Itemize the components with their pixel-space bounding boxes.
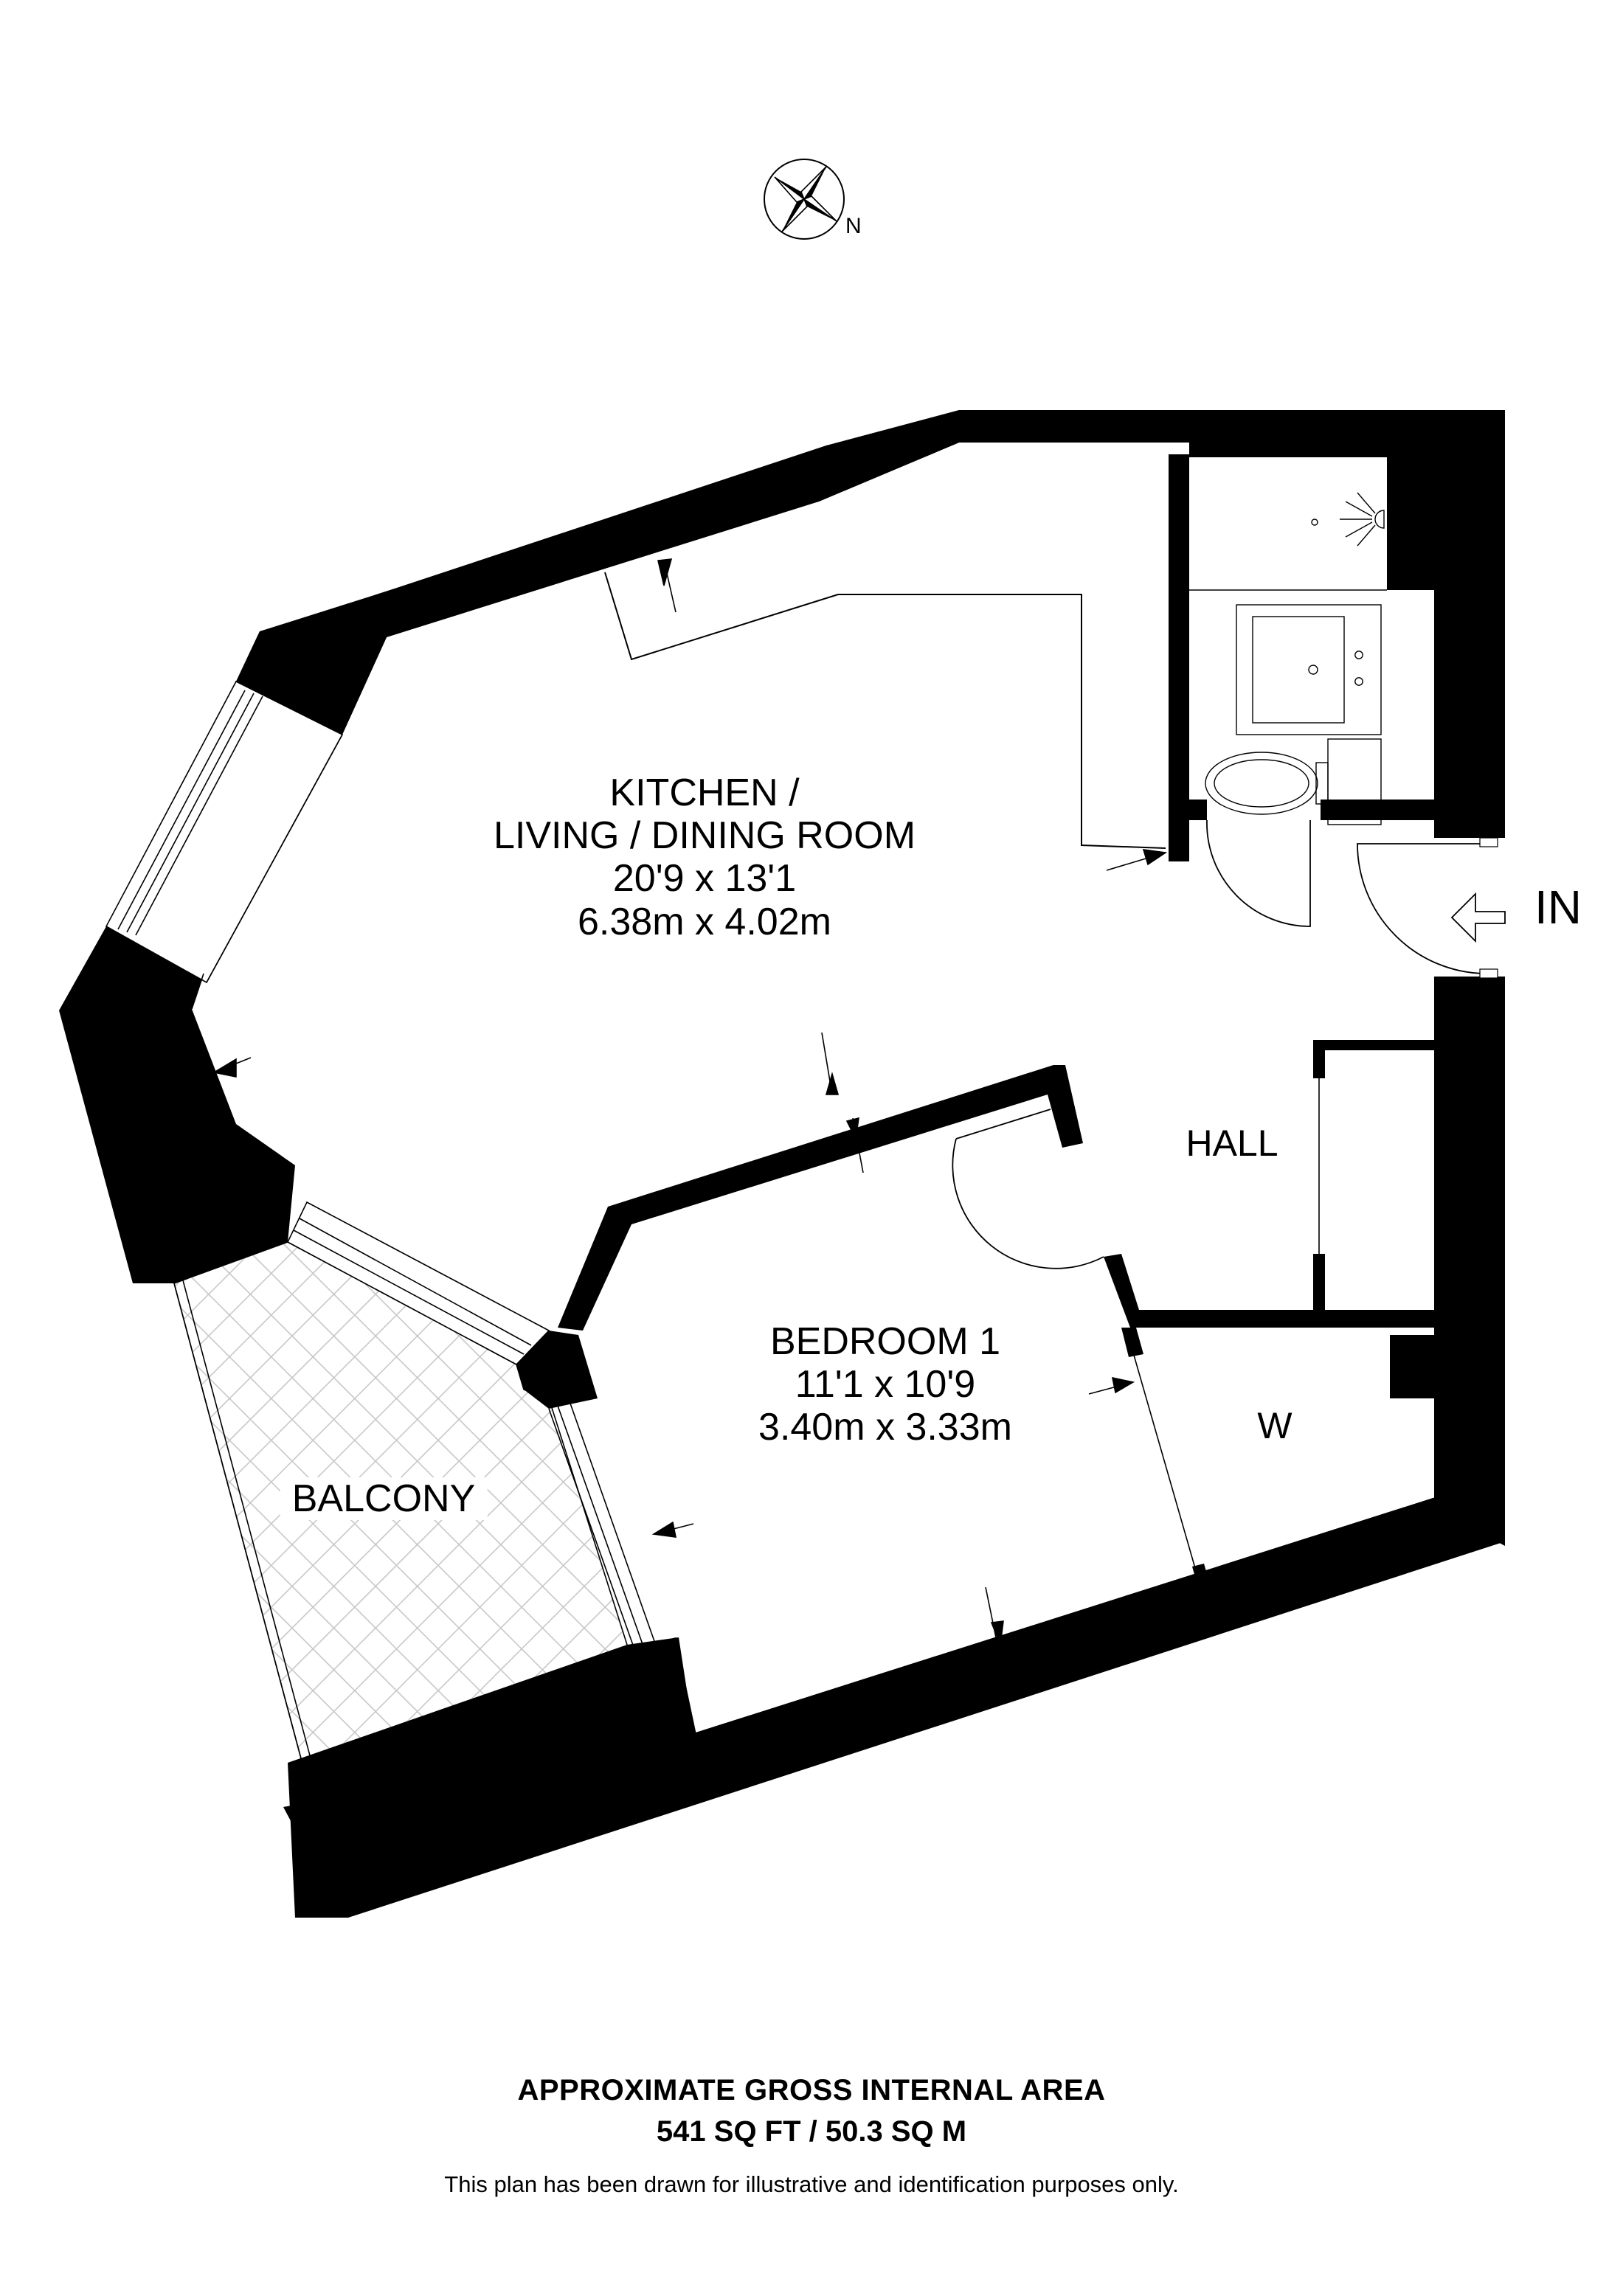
kitchen-name-line1: KITCHEN /: [609, 771, 800, 814]
kitchen-imperial: 20'9 x 13'1: [612, 857, 797, 901]
bedroom-door: [952, 1109, 1104, 1269]
toilet-icon: [1205, 738, 1382, 825]
kitchen-counter: [604, 572, 1166, 849]
kitchen-metric: 6.38m x 4.02m: [578, 900, 831, 943]
area-value: 541 SQ FT / 50.3 SQ M: [656, 2115, 967, 2148]
balcony-label: BALCONY: [280, 1477, 488, 1521]
bedroom-metric: 3.40m x 3.33m: [758, 1406, 1012, 1449]
shower-icon: [1311, 492, 1385, 547]
kitchen-name-line2: LIVING / DINING ROOM: [493, 814, 916, 858]
compass-rose-icon: [764, 159, 845, 240]
entrance-label: IN: [1534, 881, 1582, 934]
window: [286, 1201, 550, 1365]
washbasin-icon: [1236, 604, 1382, 735]
wardrobe-door: [1129, 1342, 1199, 1579]
bedroom-name: BEDROOM 1: [769, 1320, 1001, 1363]
bedroom-imperial: 11'1 x 10'9: [795, 1363, 976, 1407]
dimension-arrows: [212, 558, 1168, 1645]
compass-north-label: N: [845, 214, 862, 238]
arrow-left-outline-icon: [1450, 892, 1506, 943]
hall-label: HALL: [1186, 1123, 1278, 1164]
area-title: APPROXIMATE GROSS INTERNAL AREA: [517, 2074, 1106, 2106]
bathroom-door: [1206, 819, 1311, 927]
disclaimer: This plan has been drawn for illustrativ…: [444, 2171, 1179, 2197]
entrance-door: [1357, 843, 1490, 974]
wardrobe-label: W: [1257, 1405, 1292, 1446]
window: [548, 1401, 656, 1650]
bedroom-label: BEDROOM 1 11'1 x 10'9 3.40m x 3.33m: [758, 1320, 1012, 1449]
walls: [59, 410, 1505, 1918]
window: [105, 680, 344, 984]
kitchen-label: KITCHEN / LIVING / DINING ROOM 20'9 x 13…: [494, 771, 916, 943]
